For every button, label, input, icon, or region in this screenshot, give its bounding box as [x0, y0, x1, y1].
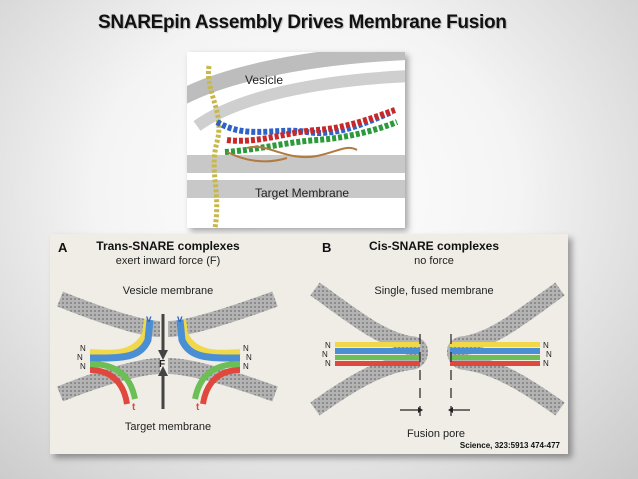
- n-marker-a-left-2: N: [77, 353, 83, 362]
- panel-a-subheading: exert inward force (F): [116, 255, 221, 267]
- v-marker-right: v: [177, 314, 183, 325]
- n-marker-a-right-2: N: [246, 353, 252, 362]
- n-marker-a-right-3: N: [243, 362, 249, 371]
- n-marker-a-left-1: N: [80, 344, 86, 353]
- snare-complexes-drawing: A Trans-SNARE complexes exert inward for…: [57, 239, 565, 450]
- vesicle-label: Vesicle: [245, 73, 284, 87]
- snarepin-structure-figure: Vesicle Target Membrane: [187, 52, 405, 228]
- panel-a-bottom-label: Target membrane: [125, 421, 211, 433]
- n-marker-b-left-2: N: [322, 350, 328, 359]
- panel-a-letter: A: [58, 240, 68, 255]
- n-marker-b-left-1: N: [325, 341, 331, 350]
- panel-b-subheading: no force: [414, 255, 454, 267]
- panel-b-bottom-label: Fusion pore: [407, 428, 465, 440]
- n-marker-b-right-3: N: [543, 359, 549, 368]
- panel-b-heading: Cis-SNARE complexes: [369, 239, 499, 253]
- force-marker: F: [159, 359, 165, 370]
- n-marker-b-left-3: N: [325, 359, 331, 368]
- slide-title: SNAREpin Assembly Drives Membrane Fusion: [98, 12, 507, 33]
- panel-a-heading: Trans-SNARE complexes: [96, 239, 240, 253]
- panel-b-top-label: Single, fused membrane: [374, 285, 493, 297]
- snare-complexes-panel: A Trans-SNARE complexes exert inward for…: [50, 234, 568, 454]
- snarepin-structure-drawing: [187, 52, 405, 228]
- t-marker-left: t: [132, 402, 136, 413]
- t-marker-right: t: [196, 402, 200, 413]
- target-membrane-label: Target Membrane: [255, 186, 350, 200]
- n-marker-a-left-3: N: [80, 362, 86, 371]
- panel-b-letter: B: [322, 240, 331, 255]
- citation: Science, 323:5913 474-477: [460, 441, 561, 450]
- n-marker-a-right-1: N: [243, 344, 249, 353]
- panel-a-top-label: Vesicle membrane: [123, 285, 214, 297]
- v-marker-left: v: [146, 314, 152, 325]
- n-marker-b-right-1: N: [543, 341, 549, 350]
- n-marker-b-right-2: N: [546, 350, 552, 359]
